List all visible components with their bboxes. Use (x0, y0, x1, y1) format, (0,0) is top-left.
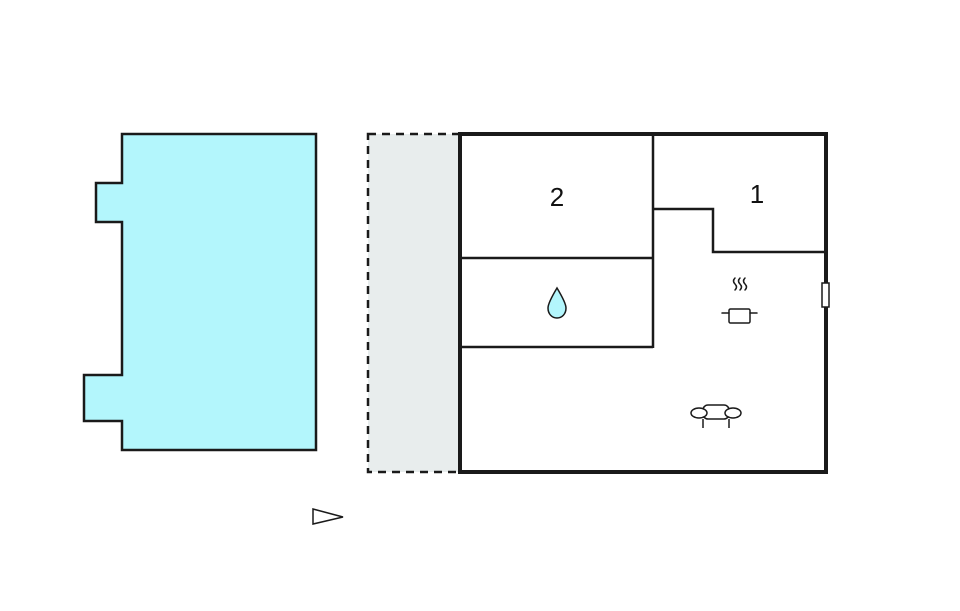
room-label-1: 1 (750, 179, 764, 209)
water-drop-icon (547, 286, 567, 319)
cooking-pot-icon (721, 277, 758, 324)
room-label-2: 2 (550, 182, 564, 212)
pool (82, 132, 318, 452)
compass-arrow-icon (312, 508, 344, 525)
house-outline (458, 132, 828, 474)
window (821, 282, 830, 308)
terrace (366, 132, 462, 474)
interior-walls (460, 134, 825, 349)
sofa-icon (690, 404, 742, 428)
